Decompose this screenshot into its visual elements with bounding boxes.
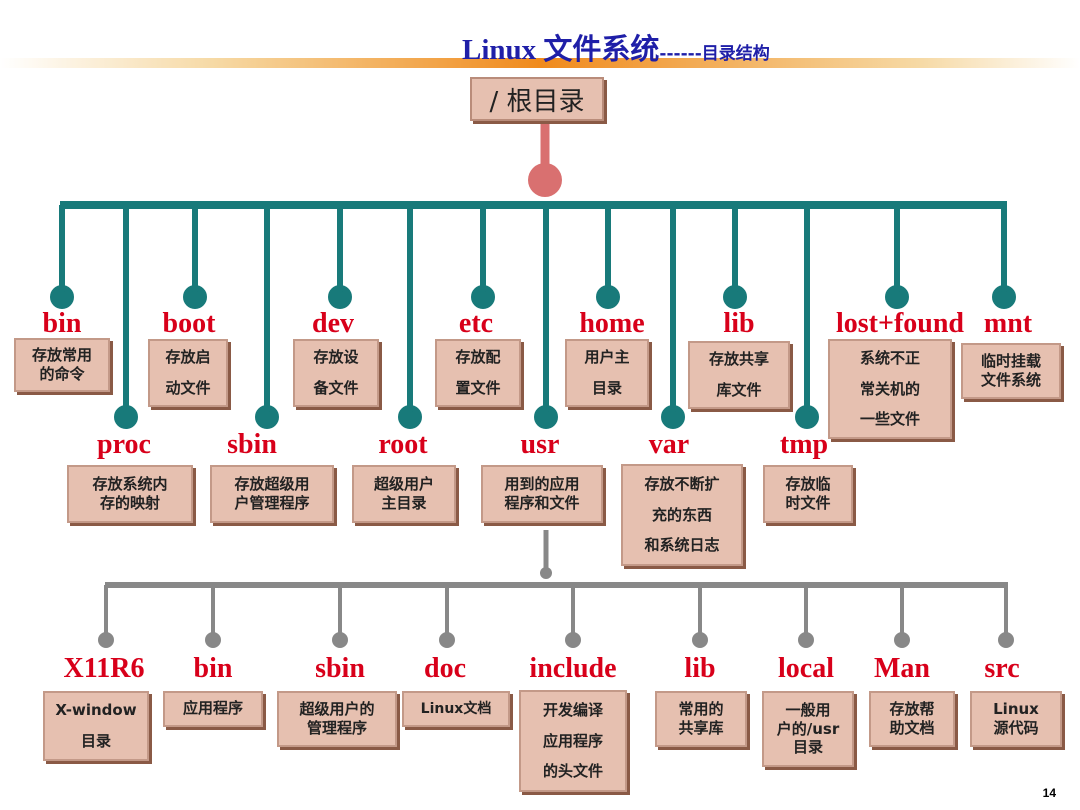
dir-desc-lib: 存放共享 库文件 [688,341,790,409]
dir-label-var: var [648,429,690,460]
usr-label-doc: doc [424,653,466,684]
usr-desc-local: 一般用 户的/usr 目录 [762,691,854,767]
usr-label-x11r6: X11R6 [63,653,145,684]
usr-label-lib: lib [684,653,716,684]
dir-label-home: home [579,308,645,339]
usr-desc-include: 开发编译 应用程序 的头文件 [519,690,627,792]
dir-desc-mnt: 临时挂载 文件系统 [961,343,1061,399]
dir-label-usr: usr [520,429,560,460]
dir-label-bin: bin [42,308,82,339]
title-main: Linux 文件系统 [462,34,660,66]
usr-label-man: Man [874,653,930,684]
dir-desc-proc: 存放系统内 存的映射 [67,465,193,523]
dir-desc-root: 超级用户 主目录 [352,465,456,523]
level1-top-drops [50,205,1016,309]
usr-desc-sbin: 超级用户的 管理程序 [277,691,397,747]
dir-desc-home: 用户主 目录 [565,339,649,407]
dir-desc-dev: 存放设 备文件 [293,339,379,407]
usr-desc-man: 存放帮 助文档 [869,691,955,747]
usr-label-src: src [984,653,1020,684]
usr-label-sbin: sbin [315,653,365,684]
dir-label-etc: etc [458,308,494,339]
dir-label-sbin: sbin [227,429,277,460]
usr-label-include: include [529,653,617,684]
usr-desc-doc: Linux文档 [402,691,510,727]
header-underline [0,58,1080,68]
dir-desc-etc: 存放配 置文件 [435,339,521,407]
dir-label-lib: lib [723,308,755,339]
dir-label-boot: boot [162,308,216,339]
usr-desc-src: Linux 源代码 [970,691,1062,747]
page-title: Linux 文件系统------目录结构 [462,26,770,68]
usr-knob [540,567,552,579]
dir-label-mnt: mnt [983,308,1033,339]
dir-desc-sbin: 存放超级用 户管理程序 [210,465,334,523]
dir-label-root: root [378,429,428,460]
dir-label-tmp: tmp [779,429,829,460]
dir-desc-var: 存放不断扩 充的东西 和系统日志 [621,464,743,566]
title-sub: ------目录结构 [659,44,770,64]
dir-desc-bin: 存放常用 的命令 [14,338,110,392]
usr-label-local: local [778,653,834,684]
root-knob [528,163,562,197]
usr-desc-bin: 应用程序 [163,691,263,727]
usr-desc-lib: 常用的 共享库 [655,691,747,747]
dir-label-lost-found: lost+found [836,308,964,339]
root-directory-node: / 根目录 [470,77,604,121]
dir-label-dev: dev [312,308,354,339]
dir-desc-lost-found: 系统不正 常关机的 一些文件 [828,339,952,439]
usr-label-bin: bin [193,653,233,684]
dir-desc-tmp: 存放临 时文件 [763,465,853,523]
page-number: 14 [1042,786,1056,800]
level1-bottom-drops [114,205,819,429]
level2-drops [98,585,1014,648]
dir-desc-boot: 存放启 动文件 [148,339,228,407]
usr-desc-x11r6: X-window 目录 [43,691,149,761]
dir-label-proc: proc [97,429,151,460]
dir-desc-usr: 用到的应用 程序和文件 [481,465,603,523]
